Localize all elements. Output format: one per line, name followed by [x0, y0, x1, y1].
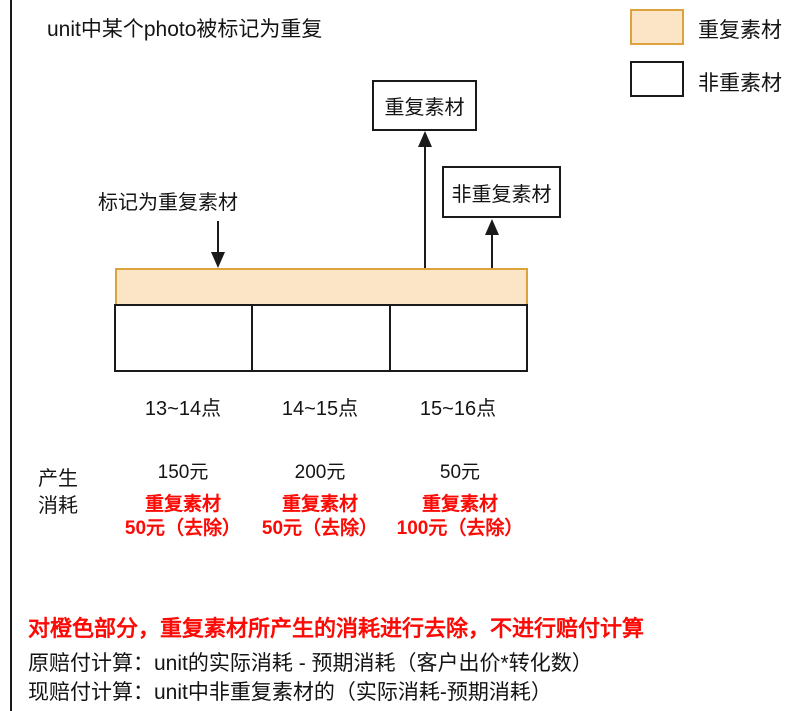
arrow-to-duplicate-box: [418, 131, 432, 287]
legend-swatch-non-duplicate: [630, 61, 684, 97]
consumption-label-line2: 消耗: [38, 495, 78, 517]
non-duplicate-material-box-label: 非重复素材: [451, 183, 552, 206]
arrow-marked-down: [211, 221, 225, 268]
time-label-14-15: 14~15点: [281, 398, 359, 420]
duplicate-material-label: 重复素材: [421, 494, 498, 515]
consumption-label-line1: 产生: [38, 468, 78, 490]
left-border-line: [10, 0, 12, 711]
consumption-amount: 50元: [439, 462, 481, 483]
legend-swatch-duplicate: [630, 9, 684, 45]
duplicate-material-strip: [115, 268, 528, 306]
removed-amount: 100元（去除）: [396, 518, 524, 539]
consumption-amount: 150元: [157, 462, 209, 483]
legend-label-non-duplicate: 非重素材: [698, 72, 782, 95]
note-highlight: 对橙色部分，重复素材所产生的消耗进行去除，不进行赔付计算: [28, 616, 645, 641]
duplicate-material-box-label: 重复素材: [384, 97, 465, 119]
consumption-row-label: 产生 消耗: [38, 466, 78, 520]
consumption-amount: 200元: [294, 462, 346, 483]
time-label-15-16: 15~16点: [419, 398, 497, 420]
consumption-column-3: 50元 重复素材 100元（去除）: [375, 462, 545, 541]
consumption-column-1: 150元 重复素材 50元（去除）: [98, 462, 268, 541]
duplicate-material-box: 重复素材: [372, 80, 477, 131]
page-title: unit中某个photo被标记为重复: [47, 18, 323, 41]
removed-amount: 50元（去除）: [124, 518, 242, 539]
non-duplicate-material-box: 非重复素材: [442, 166, 561, 218]
legend-label-duplicate: 重复素材: [698, 19, 782, 42]
duplicate-material-label: 重复素材: [281, 494, 358, 515]
marked-as-duplicate-label: 标记为重复素材: [98, 192, 238, 214]
time-label-13-14: 13~14点: [144, 398, 222, 420]
note-current-formula: 现赔付计算：unit中非重复素材的（实际消耗-预期消耗）: [28, 681, 552, 704]
note-original-formula: 原赔付计算：unit的实际消耗 - 预期消耗（客户出价*转化数）: [28, 652, 593, 675]
consumption-column-2: 200元 重复素材 50元（去除）: [235, 462, 405, 541]
duplicate-material-label: 重复素材: [144, 494, 221, 515]
hour-block-15-16: [391, 306, 526, 370]
hour-block-13-14: [116, 306, 254, 370]
removed-amount: 50元（去除）: [261, 518, 379, 539]
hour-blocks-row: [114, 304, 528, 372]
hour-block-14-15: [253, 306, 391, 370]
